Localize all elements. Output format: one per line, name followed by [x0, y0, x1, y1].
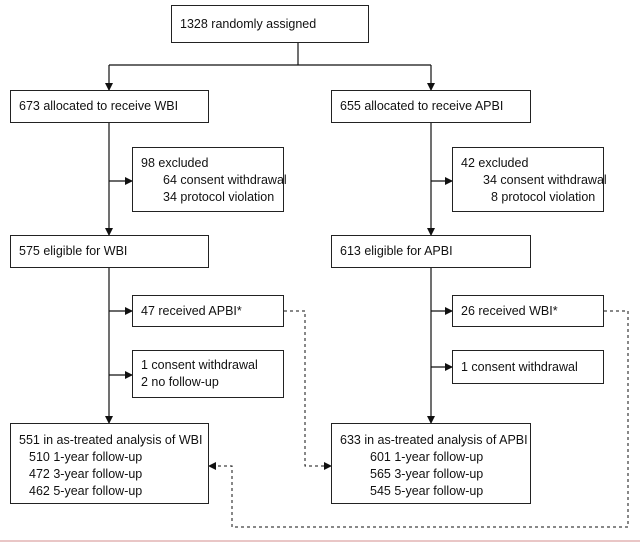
- right-eligible-box: 613 eligible for APBI: [331, 235, 531, 268]
- right-lost-box: 1 consent withdrawal: [452, 350, 604, 384]
- bottom-edge-strip: [0, 540, 640, 542]
- left-lost-line-2: 2 no follow-up: [141, 375, 219, 389]
- left-analysis-line-1: 510 1-year follow-up: [29, 450, 143, 464]
- left-excluded-line-2: 34 protocol violation: [163, 190, 275, 204]
- right-allocated-text: 655 allocated to receive APBI: [340, 99, 504, 113]
- right-analysis-line-3: 545 5-year follow-up: [370, 484, 484, 498]
- left-excluded-box: 98 excluded 64 consent withdrawal 34 pro…: [132, 147, 287, 212]
- randomized-text: 1328 randomly assigned: [180, 16, 317, 31]
- right-eligible-text: 613 eligible for APBI: [340, 244, 453, 258]
- left-eligible-text: 575 eligible for WBI: [19, 244, 128, 258]
- right-excluded-line-2: 8 protocol violation: [491, 190, 596, 204]
- left-eligible-box: 575 eligible for WBI: [10, 235, 209, 268]
- left-crossover-box: 47 received APBI*: [132, 295, 284, 327]
- left-excluded-title: 98 excluded: [141, 156, 209, 170]
- left-lost-line-1: 1 consent withdrawal: [141, 358, 258, 372]
- right-excluded-box: 42 excluded 34 consent withdrawal 8 prot…: [452, 147, 607, 212]
- right-crossover-text: 26 received WBI*: [461, 303, 558, 318]
- dashed-crossover-to-apbi: [284, 310, 332, 470]
- right-crossover-box: 26 received WBI*: [452, 295, 604, 327]
- left-analysis-line-3: 462 5-year follow-up: [29, 484, 143, 498]
- right-excluded-title: 42 excluded: [461, 156, 529, 170]
- left-lost-box: 1 consent withdrawal 2 no follow-up: [132, 350, 284, 398]
- left-analysis-box: 551 in as-treated analysis of WBI 510 1-…: [10, 423, 209, 504]
- right-analysis-box: 633 in as-treated analysis of APBI 601 1…: [331, 423, 531, 504]
- dashed-crossover-to-wbi: [208, 310, 629, 528]
- left-analysis-line-2: 472 3-year follow-up: [29, 467, 143, 481]
- left-analysis-title: 551 in as-treated analysis of WBI: [19, 433, 203, 447]
- left-excluded-line-1: 64 consent withdrawal: [163, 173, 287, 187]
- right-analysis-line-1: 601 1-year follow-up: [370, 450, 484, 464]
- right-allocated-box: 655 allocated to receive APBI: [331, 90, 531, 123]
- left-allocated-text: 673 allocated to receive WBI: [19, 99, 179, 113]
- right-lost-text: 1 consent withdrawal: [461, 359, 578, 374]
- right-excluded-line-1: 34 consent withdrawal: [483, 173, 607, 187]
- left-crossover-text: 47 received APBI*: [141, 303, 242, 318]
- right-analysis-title: 633 in as-treated analysis of APBI: [340, 433, 528, 447]
- right-analysis-line-2: 565 3-year follow-up: [370, 467, 484, 481]
- left-allocated-box: 673 allocated to receive WBI: [10, 90, 209, 123]
- randomized-box: 1328 randomly assigned: [171, 5, 369, 43]
